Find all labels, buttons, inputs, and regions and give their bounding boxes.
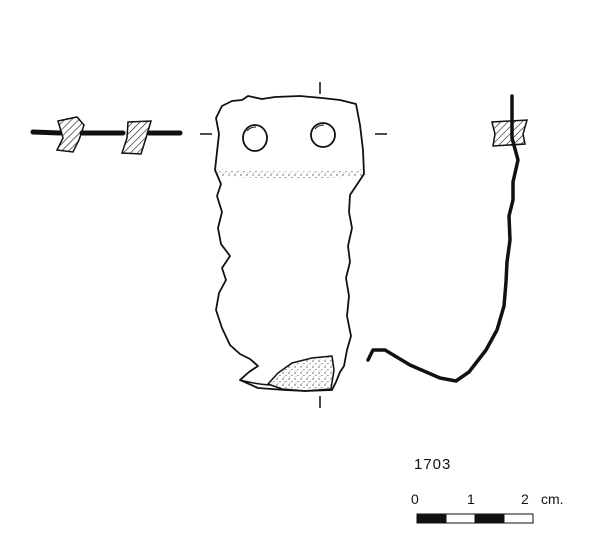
scale-label-1: 1 <box>467 491 475 507</box>
hole-left <box>242 124 268 152</box>
scale-bar <box>416 513 534 524</box>
broken-edge-stipple <box>267 355 335 392</box>
hatched-bead-left <box>55 116 85 153</box>
profile-right <box>366 94 529 383</box>
scale-label-2: 2 <box>521 491 529 507</box>
front-view <box>200 82 387 408</box>
hatched-bead-profile <box>491 119 529 147</box>
stippled-band <box>216 169 364 179</box>
hatched-bead-right <box>120 120 153 155</box>
catalog-number: 1703 <box>414 456 452 473</box>
scale-label-0: 0 <box>411 491 419 507</box>
profile-line <box>366 94 520 383</box>
object-outline <box>214 95 365 392</box>
scale-unit: cm. <box>541 491 564 507</box>
cross-section-left <box>30 116 183 155</box>
hole-right <box>310 122 336 148</box>
